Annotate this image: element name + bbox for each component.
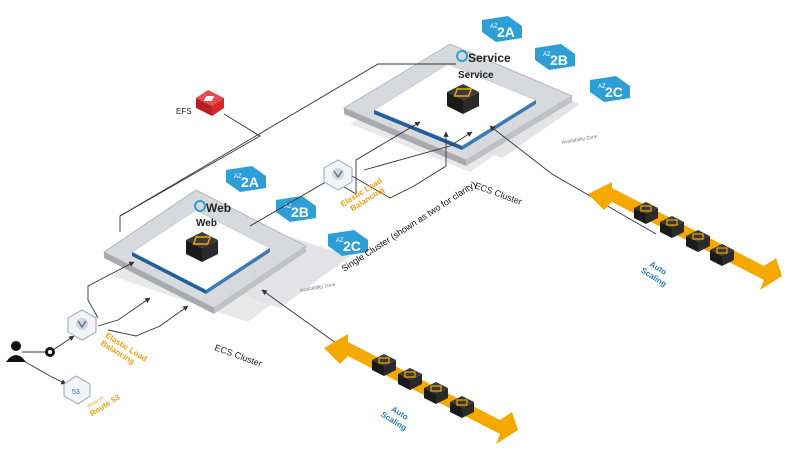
efs-connector	[119, 113, 261, 232]
web-title: Web Web	[194, 200, 231, 229]
az-badge-service-2b: AZ 2B	[535, 44, 575, 70]
route53-icon: 53	[63, 375, 91, 405]
service-container-icon	[447, 84, 479, 114]
autoscale-bottom-container-4	[450, 396, 474, 418]
user-to-route53	[21, 359, 67, 385]
svg-text:AZ: AZ	[336, 238, 344, 244]
svg-text:2C: 2C	[343, 238, 361, 254]
autoscale-right-to-service	[489, 125, 657, 235]
web-ecs-label: ECS Cluster	[213, 342, 263, 368]
service-az-caption: Availability Zone	[561, 134, 598, 146]
autoscale-right-label: Auto Scaling	[639, 259, 668, 288]
elb-top-to-service-2	[351, 131, 449, 199]
svg-text:AZ: AZ	[598, 84, 606, 90]
autoscale-bottom-container-1	[372, 354, 396, 376]
svg-text:2B: 2B	[291, 204, 309, 220]
svg-text:53: 53	[72, 389, 80, 396]
elb-top-icon	[323, 159, 353, 191]
elb-bottom-to-web-1	[87, 261, 135, 319]
svg-text:AZ: AZ	[490, 24, 498, 30]
elb-bottom-label: Elastic Load Balancing	[99, 331, 149, 367]
elb-top-to-service-1	[335, 121, 421, 195]
elb-top-to-service-3	[363, 131, 473, 171]
autoscale-bottom-label: Auto Scaling	[379, 405, 410, 433]
autoscale-bottom-bar	[324, 334, 518, 444]
autoscale-bottom-container-2	[398, 368, 422, 390]
svg-text:AZ: AZ	[543, 52, 551, 58]
user-icon	[6, 341, 26, 362]
autoscale-bottom-container-3	[424, 382, 448, 404]
svg-text:Service: Service	[468, 51, 511, 65]
elb-top-to-web	[249, 175, 337, 227]
auto-scaling-bottom: Auto Scaling	[324, 334, 518, 444]
elb-bottom-icon	[67, 309, 97, 341]
autoscale-right-container-4	[710, 244, 734, 266]
svg-text:AZ: AZ	[234, 174, 242, 180]
efs-label: EFS	[176, 107, 192, 116]
autoscale-right-container-2	[660, 216, 684, 238]
autoscale-right-container-3	[686, 230, 710, 252]
az-badge-web-2c: AZ 2C	[328, 230, 368, 256]
elb-bottom-to-web-3	[107, 305, 189, 337]
az-badge-service-2a: AZ 2A	[482, 16, 522, 42]
svg-text:Web: Web	[206, 201, 231, 215]
route53-label: Amazon Route 53	[87, 392, 122, 418]
az-badge-web-2a: AZ 2A	[226, 166, 266, 192]
svg-text:AZ: AZ	[284, 204, 292, 210]
service-ecs-label: ECS Cluster	[473, 180, 523, 206]
svg-text:2A: 2A	[497, 24, 515, 40]
web-inner-label: Web	[196, 218, 217, 229]
service-inner-label: Service	[458, 70, 494, 81]
autoscale-right-bar	[588, 182, 782, 290]
svg-text:2B: 2B	[550, 52, 568, 68]
az-badge-web-2b: AZ 2B	[276, 196, 316, 222]
globe-icon	[45, 347, 55, 357]
svg-text:2A: 2A	[241, 174, 259, 190]
efs-icon	[196, 90, 224, 116]
elb-bottom-to-web-2	[97, 297, 151, 327]
autoscale-right-container-1	[634, 202, 658, 224]
web-container-icon	[186, 232, 218, 262]
service-title: Service Service	[456, 50, 511, 81]
svg-text:2C: 2C	[605, 84, 623, 100]
auto-scaling-right: Auto Scaling	[588, 182, 782, 290]
az-badge-service-2c: AZ 2C	[590, 76, 630, 102]
